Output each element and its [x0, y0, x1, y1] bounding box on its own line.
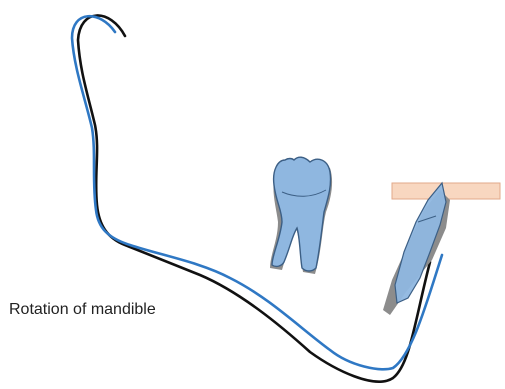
molar-tooth	[272, 157, 331, 271]
diagram-caption: Rotation of mandible	[9, 301, 156, 319]
mandible-outline-original	[78, 15, 430, 381]
